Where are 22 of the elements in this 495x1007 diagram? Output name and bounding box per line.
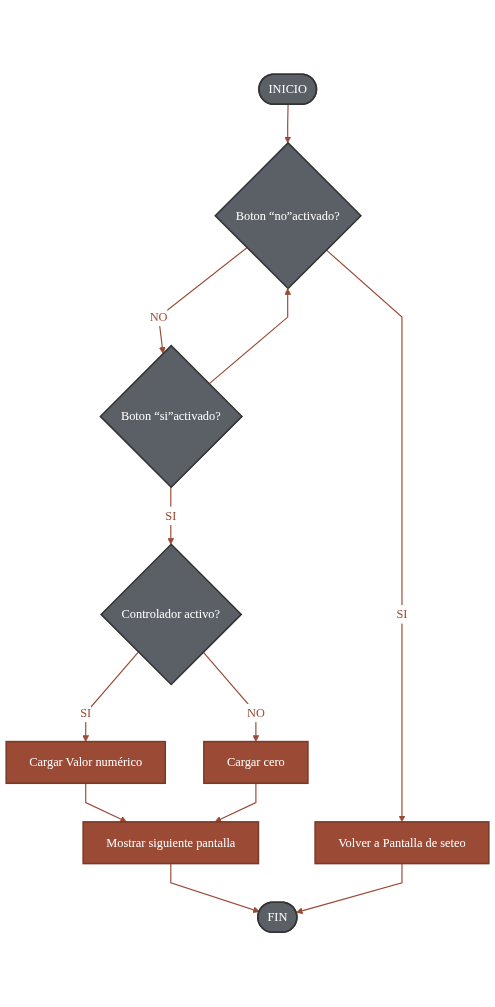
arrow	[284, 104, 292, 144]
arrow	[170, 863, 260, 914]
arrow	[202, 651, 260, 743]
node-diamond: Boton “no”activado?	[214, 142, 362, 290]
node-box: Mostrar siguiente pantalla	[82, 821, 260, 865]
arrow	[158, 247, 248, 354]
node-box: Volver a Pantalla de seteo	[314, 821, 490, 865]
edge-label: NO	[246, 706, 265, 720]
arrow	[296, 863, 403, 915]
edge-label: NO	[149, 310, 168, 324]
edge-label: SI	[165, 509, 177, 523]
node-box: Cargar Valor numérico	[5, 741, 166, 785]
edge-label: SI	[396, 607, 408, 621]
node-diamond: Boton “si”activado?	[99, 344, 244, 489]
edge-label: SI	[80, 706, 92, 720]
node-box: Cargar cero	[203, 741, 309, 785]
arrow	[82, 651, 139, 743]
arrow	[325, 249, 406, 823]
arrow	[85, 782, 127, 823]
node-diamond: Controlador activo?	[100, 543, 243, 686]
arrow	[208, 288, 292, 385]
arrow	[214, 782, 257, 823]
